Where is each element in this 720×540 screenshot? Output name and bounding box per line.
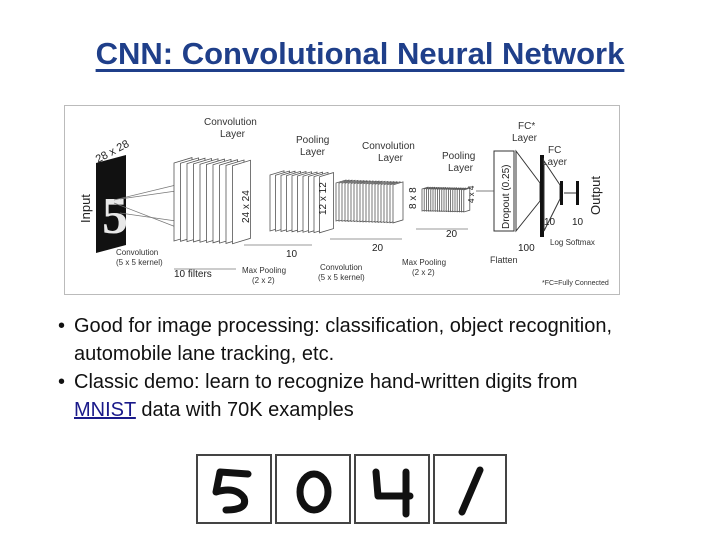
pool2-op-label-1: Max Pooling	[402, 258, 446, 267]
conv1-feature-map	[232, 159, 251, 245]
pool1-feature-maps	[269, 170, 334, 234]
pool1-feature-map	[319, 172, 334, 234]
pool1-count-label: 10	[286, 249, 298, 260]
conv1-kernel-label-1: Convolution	[116, 248, 158, 257]
bullet-item-2: • Classic demo: learn to recognize hand-…	[58, 368, 708, 424]
conv2-label-line1: Convolution	[362, 141, 415, 152]
digit-sample-5	[196, 454, 272, 524]
pool2-feature-map	[463, 187, 471, 213]
conv1-kernel-label-2: (5 x 5 kernel)	[116, 258, 163, 267]
softmax-label: Log Softmax	[550, 238, 595, 247]
output-label: Output	[588, 176, 603, 215]
conv2-feature-map	[392, 181, 404, 224]
svg-text:5: 5	[102, 188, 128, 245]
fc1-label-line2: Layer	[512, 133, 538, 144]
conv2-kernel-label-1: Convolution	[320, 263, 362, 272]
slide-title: CNN: Convolutional Neural Network	[95, 36, 625, 71]
conv2-kernel-label-2: (5 x 5 kernel)	[318, 273, 365, 282]
dropout-label: Dropout (0.25)	[501, 165, 512, 229]
footnote-label: *FC=Fully Connected	[542, 280, 609, 287]
pool2-count-label: 20	[446, 229, 458, 240]
fc1-label-line1: FC*	[518, 121, 535, 132]
pool1-op-label-1: Max Pooling	[242, 266, 286, 275]
conv2-feature-maps	[335, 179, 404, 224]
conv1-filters-label: 10 filters	[174, 269, 212, 280]
pool1-label-line2: Layer	[300, 147, 326, 158]
fc1-count-label: 100	[518, 243, 535, 254]
conv1-label-line2: Layer	[220, 129, 246, 140]
conv2-size-label: 8 x 8	[408, 187, 419, 209]
mnist-link[interactable]: MNIST	[74, 399, 136, 421]
pool2-label-line2: Layer	[448, 163, 474, 174]
fc2-label-line1: FC	[548, 145, 561, 156]
flatten-label: Flatten	[490, 255, 518, 265]
pool2-size-label: 4 x 4	[467, 185, 476, 203]
input-label: Input	[78, 194, 93, 223]
conv2-count-label: 20	[372, 243, 384, 254]
fc1-bar	[540, 155, 544, 237]
output-bar	[576, 181, 579, 205]
bullet-item-1: • Good for image processing: classificat…	[58, 312, 708, 368]
conv1-size-label: 24 x 24	[241, 190, 252, 223]
dimension-arrows	[174, 228, 468, 270]
digit-sample-4	[354, 454, 430, 524]
digit-sample-1	[433, 454, 507, 524]
bullet-text-1: Good for image processing: classificatio…	[74, 315, 613, 365]
conv1-label-line1: Convolution	[204, 117, 257, 128]
fc2-bar	[560, 181, 563, 205]
bullet-list: • Good for image processing: classificat…	[58, 312, 708, 424]
projection-lines	[113, 184, 177, 228]
fc2-label-line2: Layer	[542, 157, 568, 168]
bullet-text-2-post: data with 70K examples	[141, 399, 354, 421]
bullet-dot: •	[58, 371, 66, 393]
pool2-feature-maps	[421, 186, 471, 213]
fc2-count-label: 10	[544, 217, 556, 228]
pool1-op-label-2: (2 x 2)	[252, 276, 275, 285]
cnn-architecture-diagram: 5 Input 28 x 28 Convolution Layer 24 x 2…	[64, 105, 620, 295]
input-image: 5	[96, 155, 128, 253]
pool1-size-label: 12 x 12	[318, 182, 329, 215]
conv1-feature-maps	[173, 157, 251, 245]
digit-sample-0	[275, 454, 351, 524]
bullet-text-2-pre: Classic demo: learn to recognize hand-wr…	[74, 371, 578, 393]
bullet-dot: •	[58, 315, 66, 337]
pool2-op-label-2: (2 x 2)	[412, 268, 435, 277]
pool2-label-line1: Pooling	[442, 151, 475, 162]
mnist-digit-samples	[196, 454, 507, 524]
pool1-label-line1: Pooling	[296, 135, 329, 146]
conv2-label-line2: Layer	[378, 153, 404, 164]
output-count-label: 10	[572, 217, 584, 228]
